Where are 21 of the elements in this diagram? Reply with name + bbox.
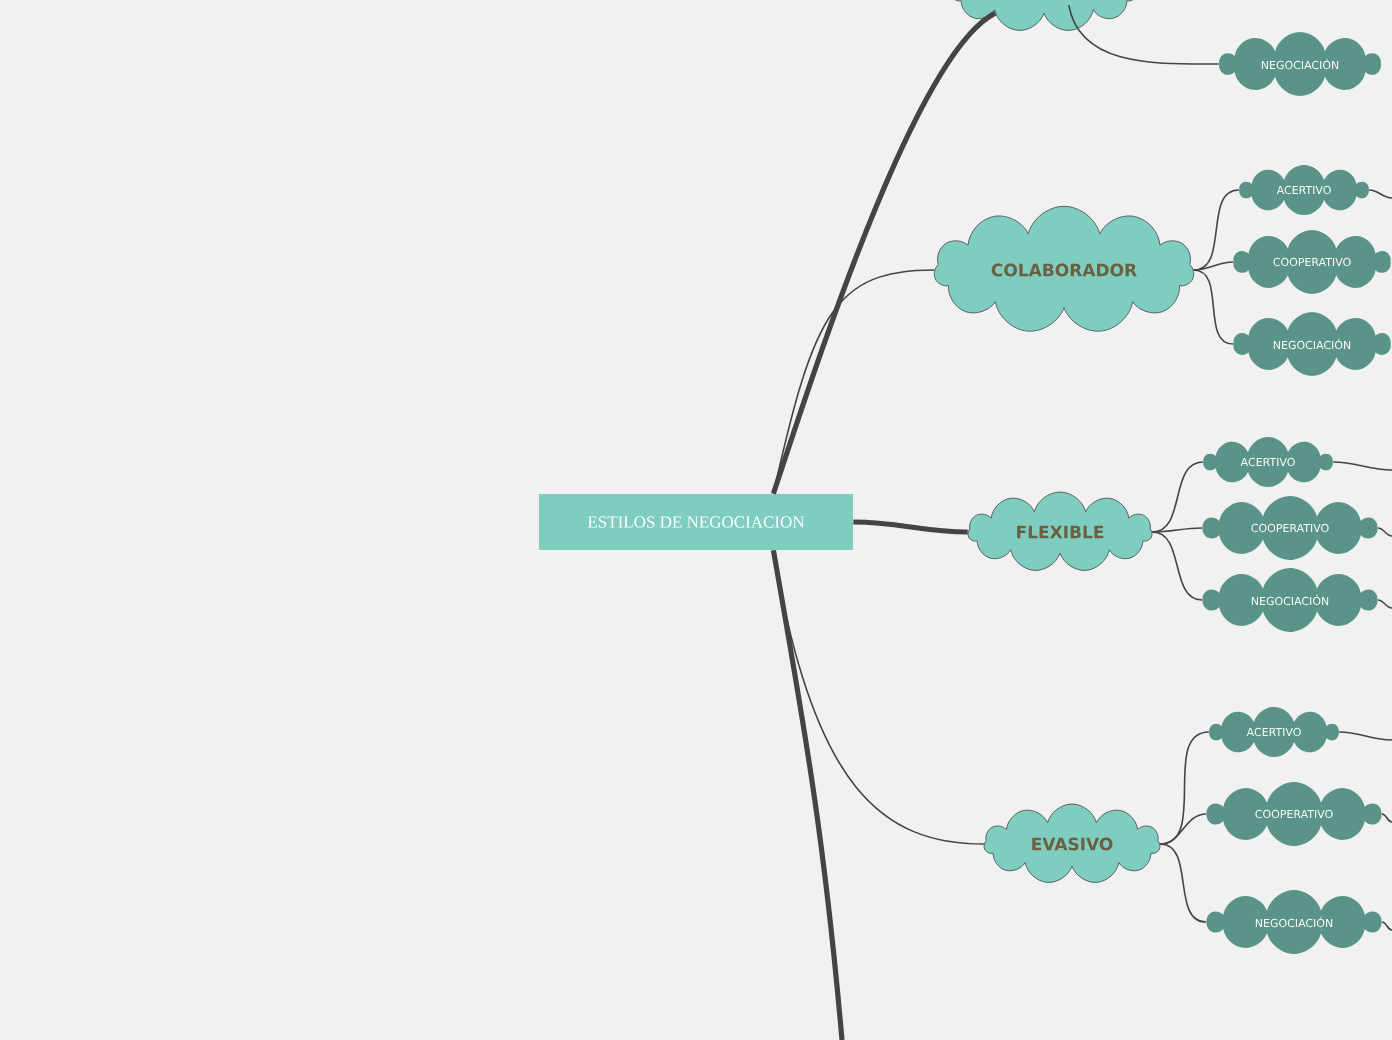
connector-line [1151, 531, 1203, 601]
connector-line [1151, 527, 1203, 533]
connector-line [1381, 921, 1392, 931]
connector-line [1368, 189, 1392, 199]
connector-line [1381, 813, 1392, 823]
cloud-shape [951, 0, 1137, 31]
connector-line [772, 269, 936, 495]
connector-line [1332, 461, 1392, 471]
connector-line [1192, 189, 1240, 271]
connector-line [1068, 4, 1220, 65]
connector-line [770, 11, 997, 495]
connector-line [1151, 461, 1204, 533]
connector-line [1192, 261, 1234, 271]
connector-line [1377, 599, 1392, 609]
connector-line [1159, 813, 1207, 845]
connector-line [1192, 269, 1234, 345]
connector-line [1338, 731, 1392, 741]
connector-line [1377, 527, 1392, 537]
connector-line [1159, 843, 1207, 923]
connector-line [853, 519, 968, 535]
title-box: ESTILOS DE NEGOCIACION [539, 494, 853, 550]
